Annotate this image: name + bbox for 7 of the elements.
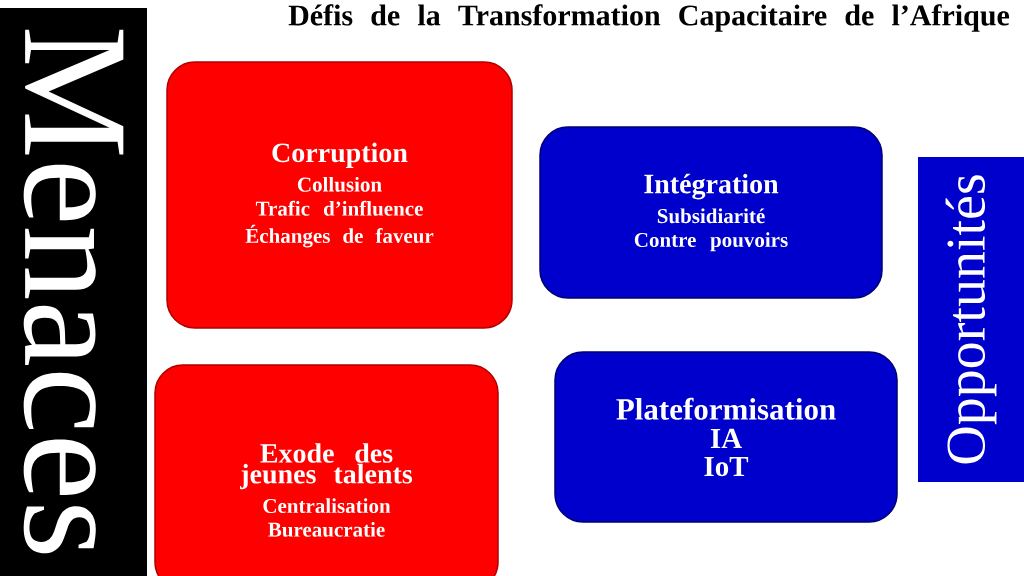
title-band: Opportunités — [918, 157, 1024, 482]
rounded-box: Exode des jeunes talents Centralisation Bureaucratie — [154, 364, 499, 576]
title: Défis de la Transformation Capacitaire de l’Afrique — [288, 4, 1010, 32]
title-band: Menaces — [0, 8, 147, 576]
rounded-box: Plateformisation IA IoT — [554, 351, 898, 523]
rounded-box: Intégration Subsidiarité Contre pouvoirs — [539, 126, 883, 299]
rounded-box: Corruption Collusion Trafic d’influence Échanges de faveur — [166, 61, 513, 329]
